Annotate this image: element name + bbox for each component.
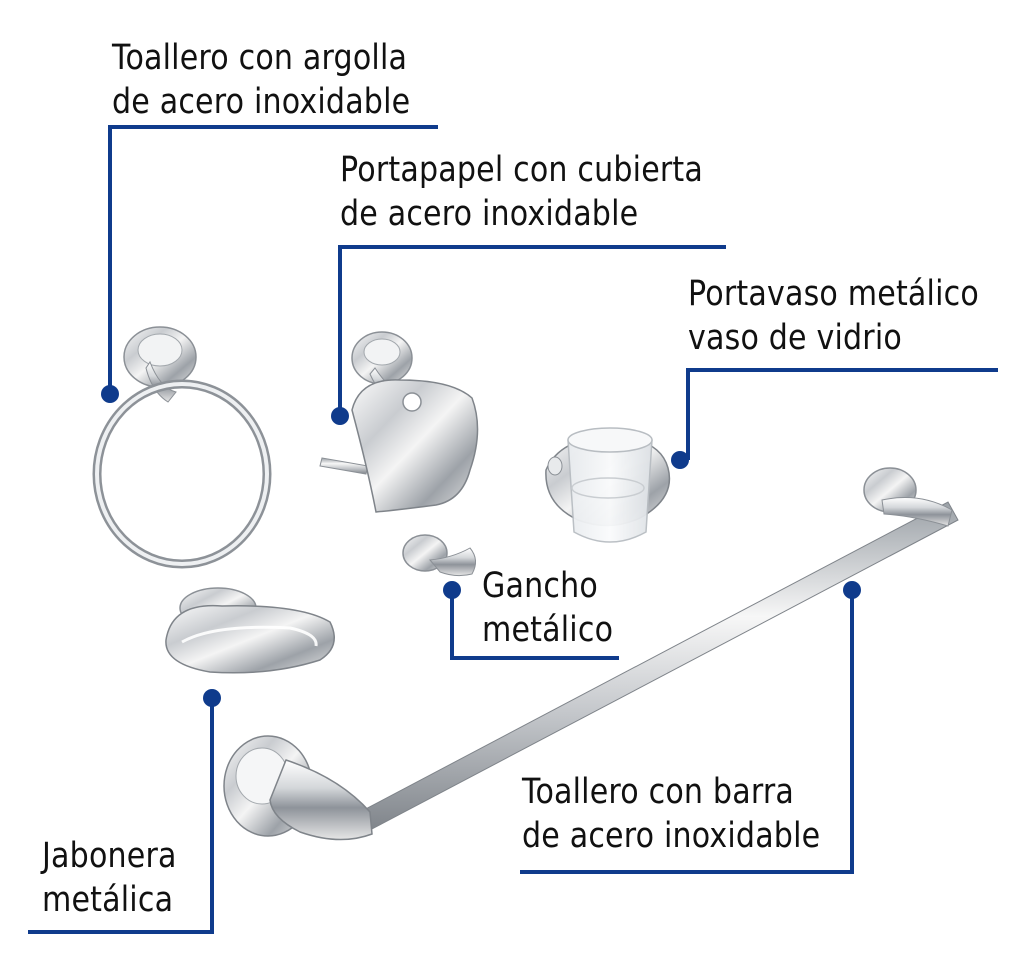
leader-toallero-argolla xyxy=(108,125,438,394)
label-portavaso: Portavaso metálico vaso de vidrio xyxy=(688,272,979,360)
dot-gancho xyxy=(443,581,461,599)
label-gancho-line2: metálico xyxy=(482,610,614,650)
dot-portapapel xyxy=(331,407,349,425)
label-portapapel-line2: de acero inoxidable xyxy=(340,194,639,234)
dot-jabonera xyxy=(203,689,221,707)
label-jabonera: Jabonera metálica xyxy=(42,834,177,922)
toilet-paper-holder-product xyxy=(319,331,479,513)
leader-jabonera xyxy=(28,698,214,934)
leader-toallero-barra xyxy=(520,590,854,874)
towel-bar-product xyxy=(223,467,959,841)
label-portavaso-line1: Portavaso metálico xyxy=(688,274,979,314)
dot-portavaso xyxy=(671,451,689,469)
dot-toallero-barra xyxy=(843,581,861,599)
label-toallero-argolla: Toallero con argolla de acero inoxidable xyxy=(112,36,410,124)
label-toallero-barra-line1: Toallero con barra xyxy=(522,772,795,812)
label-toallero-argolla-line1: Toallero con argolla xyxy=(112,38,408,78)
label-portavaso-line2: vaso de vidrio xyxy=(688,318,902,358)
leader-portavaso xyxy=(686,368,998,460)
label-portapapel-line1: Portapapel con cubierta xyxy=(340,150,704,190)
leader-portapapel xyxy=(338,245,726,416)
label-jabonera-line2: metálica xyxy=(42,880,174,920)
glass-holder-product xyxy=(545,427,671,543)
label-jabonera-line1: Jabonera xyxy=(42,836,177,876)
leader-lines xyxy=(28,125,998,934)
label-gancho: Gancho metálico xyxy=(482,564,613,652)
leader-gancho xyxy=(450,590,619,660)
label-toallero-barra: Toallero con barra de acero inoxidable xyxy=(522,770,820,858)
label-toallero-barra-line2: de acero inoxidable xyxy=(522,816,821,856)
hook-product xyxy=(402,534,476,577)
soap-dish-product xyxy=(165,587,335,674)
dot-toallero-argolla xyxy=(101,385,119,403)
label-toallero-argolla-line2: de acero inoxidable xyxy=(112,82,411,122)
label-portapapel: Portapapel con cubierta de acero inoxida… xyxy=(340,148,703,236)
towel-ring-product xyxy=(92,326,272,569)
label-gancho-line1: Gancho xyxy=(482,566,598,606)
leader-dots xyxy=(101,385,861,707)
